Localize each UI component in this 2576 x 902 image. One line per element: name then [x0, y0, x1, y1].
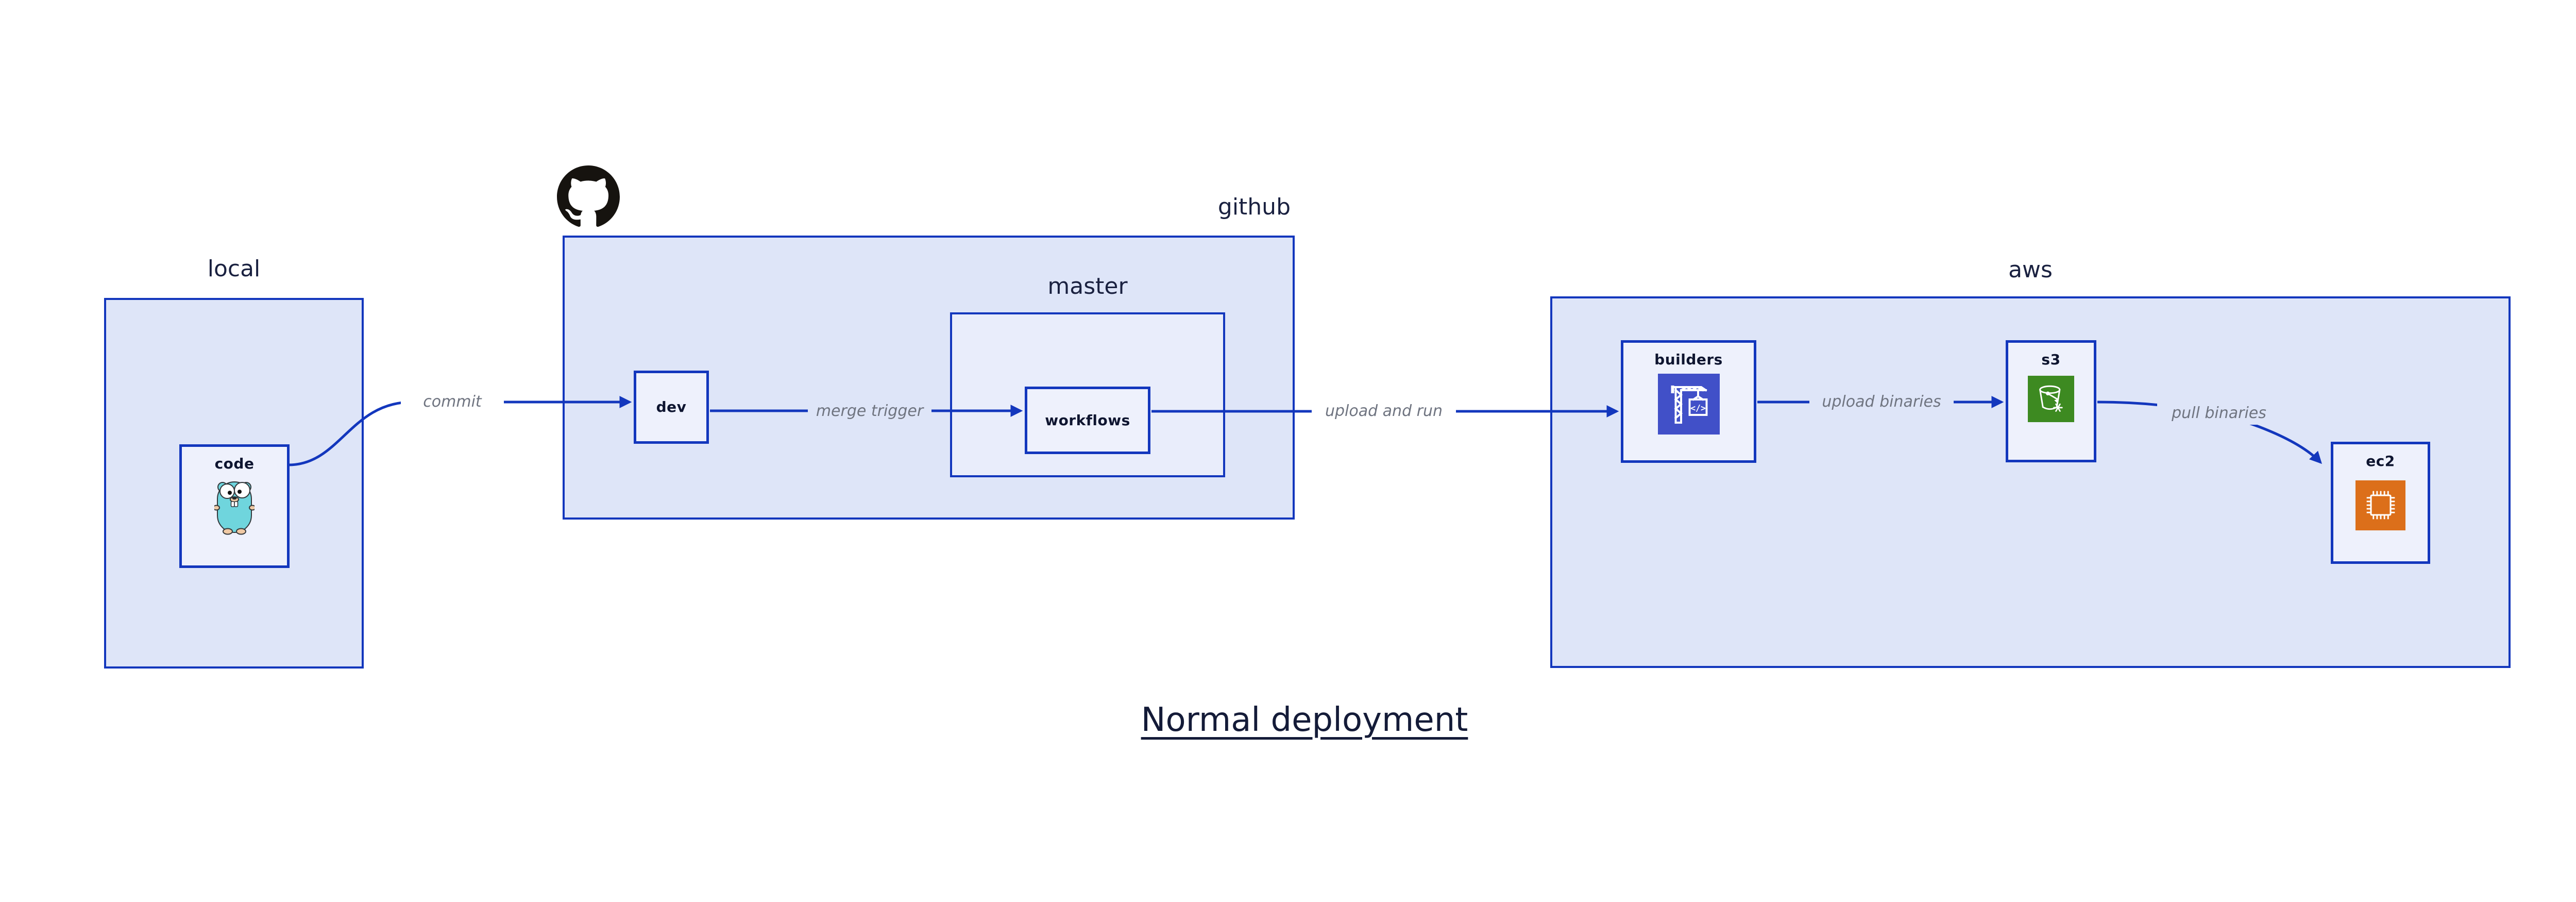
edge-label-pull-binaries: pull binaries	[2157, 402, 2281, 425]
node-s3-label: s3	[2041, 351, 2061, 368]
edge-label-merge-trigger: merge trigger	[808, 400, 931, 423]
node-code-label: code	[214, 455, 255, 472]
ec2-chip-icon	[2355, 480, 2405, 530]
container-label-master: master	[1047, 273, 1128, 299]
github-octocat-icon	[557, 165, 620, 230]
node-s3: s3	[2006, 340, 2096, 462]
edge-label-upload-binaries: upload binaries	[1809, 391, 1954, 413]
s3-bucket-icon	[2028, 375, 2074, 422]
container-label-aws: aws	[2008, 257, 2053, 283]
node-workflows-label: workflows	[1045, 411, 1130, 429]
node-code: code	[179, 444, 290, 568]
page-title: Normal deployment	[1141, 701, 1468, 739]
container-label-github: github	[1217, 194, 1291, 220]
go-gopher-icon	[213, 476, 256, 538]
node-builders-label: builders	[1654, 351, 1723, 368]
node-dev: dev	[634, 371, 709, 444]
container-label-local: local	[207, 256, 261, 282]
node-ec2: ec2	[2331, 442, 2430, 564]
edge-label-upload-and-run: upload and run	[1312, 400, 1456, 423]
builders-code-glyph: </>	[1690, 403, 1706, 413]
codebuild-crane-icon: </>	[1657, 373, 1720, 435]
node-dev-label: dev	[656, 398, 687, 416]
node-ec2-label: ec2	[2366, 453, 2395, 470]
node-workflows: workflows	[1025, 387, 1150, 454]
edge-label-commit: commit	[401, 391, 504, 413]
node-builders: builders </>	[1621, 340, 1756, 463]
